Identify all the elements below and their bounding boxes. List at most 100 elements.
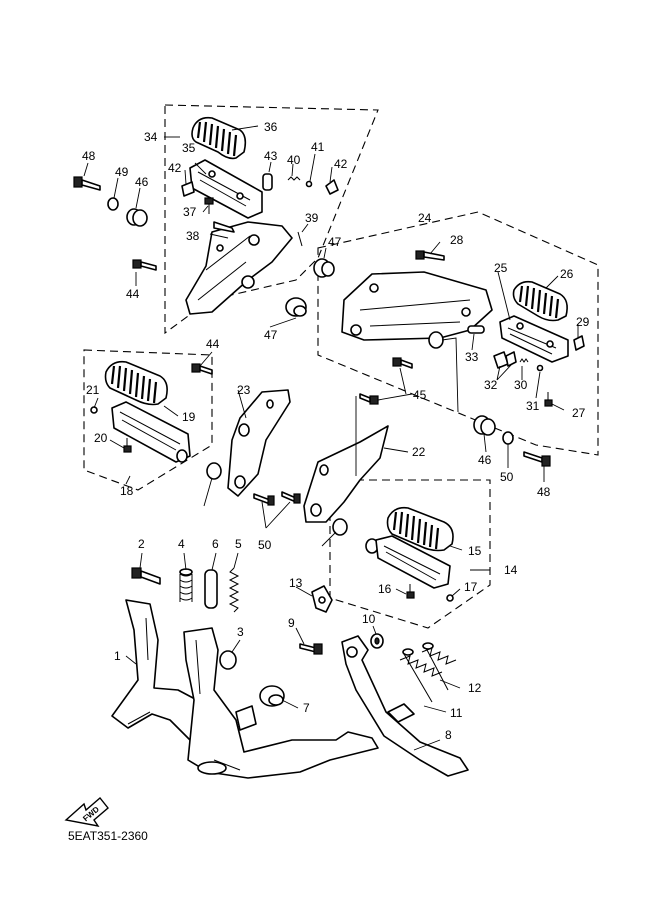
footrest-15	[365, 535, 451, 589]
pin-33	[467, 325, 485, 334]
callout-32: 32	[484, 378, 498, 392]
footrest-rubber-36	[191, 116, 247, 160]
collar-46-upper	[313, 258, 335, 278]
callout-39: 39	[305, 211, 319, 225]
callout-41: 41	[311, 140, 325, 154]
callout-45: 46	[478, 453, 492, 467]
bracket-hole	[369, 283, 379, 293]
washer-48-left	[107, 197, 119, 211]
callout-44: 45	[413, 388, 427, 402]
collar-45-right	[473, 415, 496, 436]
callout-22: 22	[412, 445, 426, 459]
bracket-13-hole	[318, 596, 326, 604]
callout-9: 9	[288, 616, 295, 630]
washer-50-right	[332, 518, 348, 536]
side-stand-tab	[387, 703, 415, 723]
bolt-2	[131, 567, 161, 585]
bracket-rib	[359, 299, 471, 327]
callout-10: 10	[362, 612, 376, 626]
callout-45: 46	[135, 175, 149, 189]
bracket-23	[227, 389, 291, 497]
spring-12	[421, 642, 457, 691]
group-box-14	[329, 479, 491, 629]
stand-foot	[197, 761, 227, 775]
bolt-49b	[281, 491, 301, 504]
bolt-44-right	[392, 357, 413, 369]
footrest-19	[111, 401, 191, 463]
spring-5	[228, 567, 240, 613]
callout-28: 28	[450, 233, 464, 247]
callout-42: 42	[168, 161, 182, 175]
bracket-hole	[241, 275, 255, 289]
footrest-rubber-19	[104, 360, 168, 406]
pin-39	[297, 231, 303, 247]
main-stand-arm	[183, 627, 379, 779]
callout-30: 30	[514, 378, 528, 392]
callout-8: 8	[445, 728, 452, 742]
washer-17	[446, 594, 454, 602]
bracket-hole	[266, 399, 274, 409]
bracket-hole	[248, 234, 260, 246]
heel-guard-22	[303, 425, 389, 523]
footrest-rubber-15	[386, 506, 454, 552]
washer-31	[536, 364, 544, 372]
plate-32b	[505, 351, 517, 367]
pin-6	[204, 569, 218, 609]
callout-labels: 36 34 35 42 43 40 41 42 37 38 39 48 49 4…	[82, 120, 590, 742]
footrest-bracket-24	[341, 271, 493, 341]
leader-lines	[83, 125, 579, 751]
callout-15: 15	[468, 544, 482, 558]
stopper-7	[259, 685, 285, 707]
fwd-arrow-icon: FWD	[64, 796, 109, 827]
plate-32	[493, 351, 509, 369]
callout-5: 5	[235, 537, 242, 551]
side-stand-pivot	[346, 646, 358, 658]
bolt-47-right	[523, 451, 551, 467]
bracket-boss	[428, 331, 444, 349]
plate-42-right	[325, 179, 339, 195]
callout-37: 37	[183, 205, 197, 219]
callout-19: 19	[182, 410, 196, 424]
bracket-hole	[350, 324, 362, 336]
bracket-hole	[319, 464, 329, 476]
bracket-hole	[238, 423, 250, 437]
collar-46-lower	[285, 297, 307, 317]
callout-26: 26	[560, 267, 574, 281]
washer-41	[305, 180, 313, 188]
callout-3: 3	[237, 625, 244, 639]
diagram-code: 5EAT351-2360	[68, 829, 148, 843]
collar-45-left	[126, 208, 148, 227]
callout-13: 13	[289, 576, 303, 590]
callout-33: 33	[465, 350, 479, 364]
callout-20: 20	[94, 431, 108, 445]
washer-48-right	[502, 431, 514, 445]
callout-18: 18	[120, 484, 134, 498]
bolt-9	[299, 643, 323, 655]
group-box-18	[83, 349, 213, 491]
callout-6: 6	[212, 537, 219, 551]
callout-16: 16	[378, 582, 392, 596]
callout-29: 29	[576, 315, 590, 329]
callout-44: 44	[206, 337, 220, 351]
callout-23: 23	[237, 383, 251, 397]
callout-47: 48	[537, 485, 551, 499]
callout-34: 34	[144, 130, 158, 144]
spring-30	[519, 358, 529, 363]
callout-27: 27	[572, 406, 586, 420]
callout-25: 25	[494, 261, 508, 275]
callout-17: 17	[464, 580, 478, 594]
callout-42: 42	[334, 157, 348, 171]
callout-40: 40	[287, 153, 301, 167]
callout-1: 1	[114, 649, 121, 663]
footrest-25	[499, 315, 569, 363]
callout-44: 44	[126, 287, 140, 301]
callout-14: 14	[504, 563, 518, 577]
bolt-47-left	[73, 176, 101, 191]
callout-21: 21	[86, 383, 100, 397]
callout-12: 12	[468, 681, 482, 695]
stand-detail	[127, 617, 241, 771]
callout-43: 43	[264, 149, 278, 163]
group-box-34	[164, 104, 379, 335]
plate-29	[573, 335, 585, 351]
